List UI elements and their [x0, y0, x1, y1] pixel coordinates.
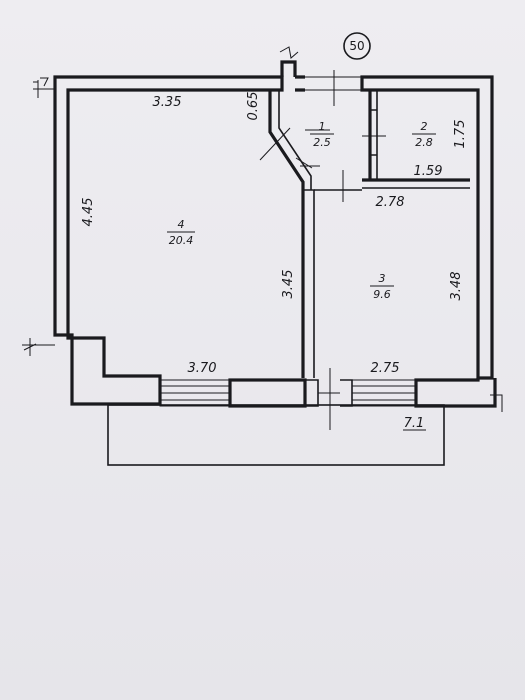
- dim-room2-bottom: 1.59: [414, 164, 443, 179]
- balcony-outline: [107, 404, 445, 466]
- dim-room2-right: 1.75: [453, 120, 468, 149]
- dim-room4-bottom: 3.70: [188, 361, 217, 376]
- room-4-label: 4 20.4: [167, 218, 195, 247]
- interior-walls: [259, 90, 470, 378]
- room-4-area: 20.4: [169, 234, 194, 247]
- dim-room4-top: 3.35: [153, 95, 182, 110]
- dim-room3-right: 3.48: [449, 272, 464, 301]
- room-1-number: 1: [319, 120, 326, 133]
- room-3-number: 3: [379, 272, 386, 285]
- room-4-number: 4: [178, 218, 185, 231]
- dim-room3-top: 2.78: [376, 195, 405, 210]
- room-2-area: 2.8: [415, 136, 433, 149]
- dim-room4-left: 4.45: [81, 198, 96, 227]
- dim-room3-bottom: 2.75: [371, 361, 400, 376]
- room-1-area: 2.5: [313, 136, 331, 149]
- room-1-label: 1 2.5: [310, 120, 334, 149]
- outer-walls: [53, 60, 497, 408]
- window-right: [351, 379, 417, 407]
- dim-balcony: 7.1: [404, 416, 425, 431]
- plot-number-badge: [343, 32, 371, 60]
- dim-room4-right: 3.45: [281, 270, 296, 299]
- window-left: [159, 379, 231, 407]
- room-2-number: 2: [421, 120, 428, 133]
- entrance-door: [305, 70, 362, 106]
- plot-number: 50: [349, 39, 364, 53]
- room-2-label: 2 2.8: [412, 120, 436, 149]
- balcony-door: [305, 368, 353, 430]
- room-3-label: 3 9.6: [370, 272, 394, 301]
- dim-hall-diagonal: 0.65: [246, 92, 261, 121]
- wall-break-marks: [22, 46, 503, 412]
- room-3-area: 9.6: [373, 288, 391, 301]
